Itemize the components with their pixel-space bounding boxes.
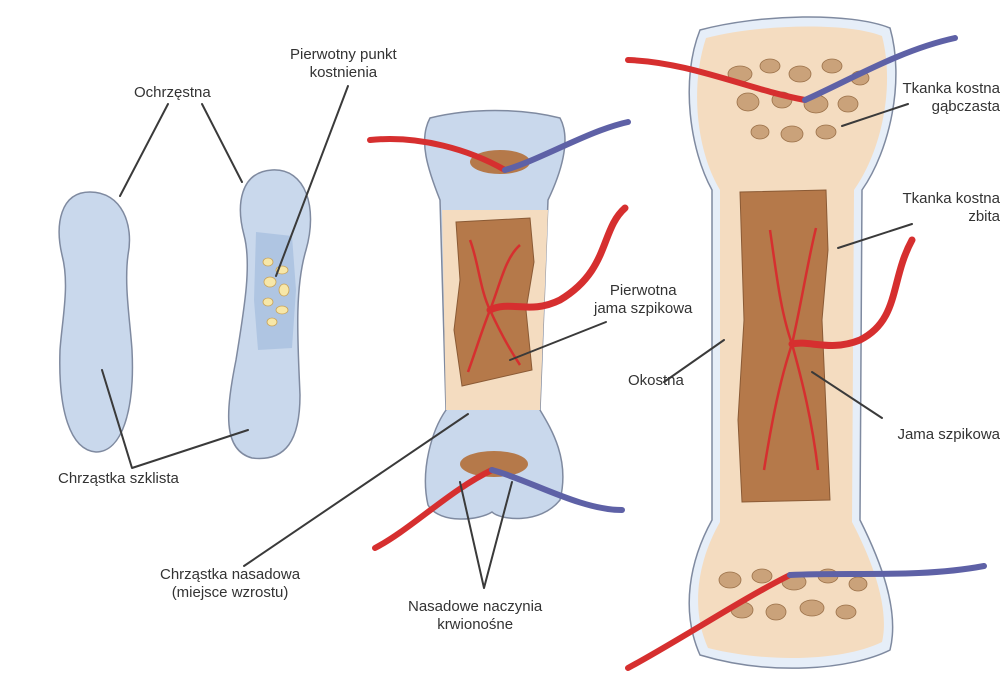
vein-stage3-bottom — [489, 467, 625, 513]
label-primary-cavity-line2: jama szpikowa — [594, 300, 693, 317]
artery-stage3-top — [367, 136, 508, 173]
label-marrow-cavity-text: Jama szpikowa — [897, 426, 1000, 443]
cartilage-model-1 — [58, 191, 134, 453]
label-epiphyseal-vessels: Nasadowe naczynia krwionośne — [408, 598, 542, 634]
leader-spongy — [841, 103, 909, 127]
label-primary-center-line1: Pierwotny punkt — [290, 46, 397, 63]
artery-stage4-bottom — [625, 572, 793, 671]
label-hyaline-cartilage: Chrząstka szklista — [58, 470, 179, 488]
label-marrow-cavity: Jama szpikowa — [880, 426, 1000, 444]
label-growth-plate: Chrząstka nasadowa (miejsce wzrostu) — [160, 566, 300, 602]
leader-lines — [101, 85, 913, 589]
leader-periosteum — [663, 339, 725, 383]
label-growth-plate-line1: Chrząstka nasadowa — [160, 566, 301, 583]
label-epiphyseal-vessels-line1: Nasadowe naczynia — [408, 598, 543, 615]
leader-primary-center — [275, 85, 349, 277]
artery-stage3-shaft — [486, 204, 629, 314]
leader-perichondrium — [119, 103, 243, 197]
label-primary-ossification-center: Pierwotny punkt kostnienia — [290, 46, 397, 82]
spongy-bone-bottom — [718, 568, 868, 621]
ossification-spongy — [262, 257, 290, 327]
label-growth-plate-line2: (miejsce wzrostu) — [171, 584, 289, 601]
label-compact-bone: Tkanka kostna zbita — [900, 190, 1000, 226]
leader-growth-plate — [243, 413, 469, 567]
label-spongy-bone: Tkanka kostna gąbczasta — [900, 80, 1000, 116]
artery-stage4-top — [625, 57, 808, 103]
vein-stage4-bottom — [787, 563, 987, 578]
lower-epiphysis-center — [460, 451, 528, 477]
label-epiphyseal-vessels-line2: krwionośne — [437, 616, 514, 633]
leader-hyaline — [101, 369, 249, 469]
label-perichondrium-text: Ochrzęstna — [134, 84, 211, 101]
label-compact-line1: Tkanka kostna — [902, 190, 1000, 207]
label-hyaline-text: Chrząstka szklista — [58, 470, 179, 487]
ossification-center — [254, 232, 296, 350]
label-spongy-line2: gąbczasta — [931, 98, 1000, 115]
leader-marrow-cavity — [811, 371, 883, 419]
label-primary-cavity-line1: Pierwotna — [609, 282, 677, 299]
leader-compact — [837, 223, 913, 249]
vein-stage4-top — [802, 35, 958, 103]
label-compact-line2: zbita — [968, 208, 1000, 225]
artery-stage4-shaft — [788, 236, 916, 349]
marrow-vessels-stage4 — [762, 227, 820, 471]
label-perichondrium: Ochrzęstna — [134, 84, 211, 102]
label-primary-center-line2: kostnienia — [309, 64, 378, 81]
label-primary-marrow-cavity: Pierwotna jama szpikowa — [594, 282, 692, 318]
vein-stage3-top — [502, 119, 631, 173]
leader-epiphyseal-vessels — [459, 481, 513, 589]
leader-primary-cavity — [509, 321, 607, 361]
label-periosteum: Okostna — [628, 372, 684, 390]
label-spongy-line1: Tkanka kostna — [902, 80, 1000, 97]
marrow-vessels-stage3 — [466, 239, 522, 373]
artery-stage3-bottom — [372, 467, 495, 551]
label-periosteum-text: Okostna — [628, 372, 684, 389]
